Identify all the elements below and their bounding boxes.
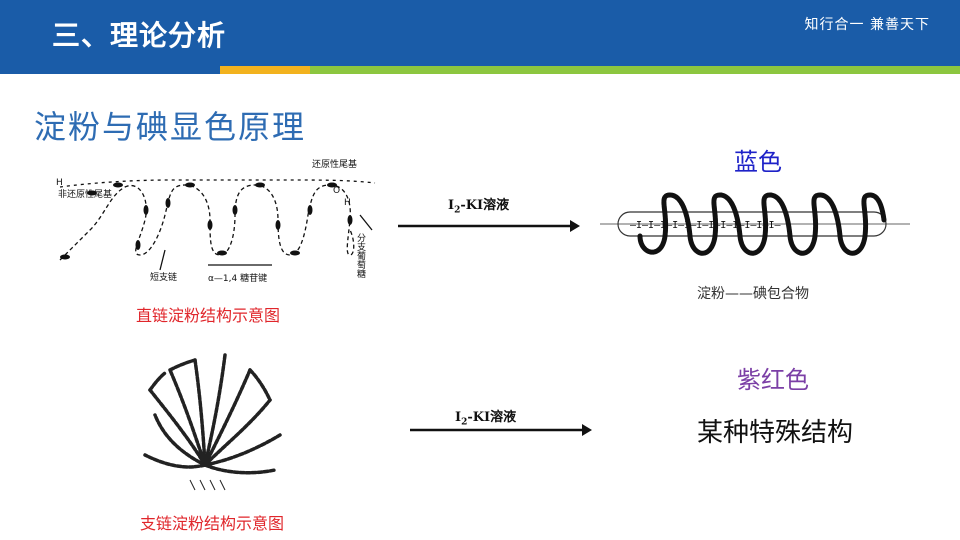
- label-o-right: O: [333, 186, 340, 196]
- svg-text:—I—I—I—I—I—I—I—I—I—I—I—I—: —I—I—I—I—I—I—I—I—I—I—I—I—: [630, 220, 781, 231]
- iodine-complex-label: 淀粉——碘包合物: [697, 286, 809, 302]
- short-branch-line: [159, 249, 166, 271]
- label-h-left: H: [56, 178, 63, 188]
- label-reducing-end: 还原性尾基: [312, 158, 357, 170]
- label-non-reducing-end: 非还原性尾基: [58, 188, 112, 200]
- amylose-chain: [59, 184, 355, 261]
- accent-band-yellow: [220, 66, 310, 74]
- label-short-branch: 短支链: [150, 271, 177, 283]
- amylose-diagram: 还原性尾基 非还原性尾基 H H O 分支葡萄糖 短支链 α—1,4 糖苷键: [56, 158, 376, 284]
- header-bar: 三、理论分析 知行合一 兼善天下: [0, 0, 960, 66]
- school-motto: 知行合一 兼善天下: [804, 17, 930, 33]
- slide-title: 淀粉与碘显色原理: [34, 108, 307, 146]
- amylopectin-diagram: [143, 353, 282, 491]
- label-branch-glucose: 分支葡萄糖: [355, 233, 366, 279]
- amylose-top-chain: [59, 179, 376, 188]
- amylopectin-caption: 支链淀粉结构示意图: [140, 514, 285, 533]
- amylose-caption: 直链淀粉结构示意图: [136, 306, 281, 325]
- reaction-arrow-1: [398, 220, 580, 232]
- branch-line: [359, 214, 373, 231]
- accent-band-blue: [0, 66, 220, 74]
- label-h-right: H: [344, 198, 351, 208]
- reagent-label-1: I2-KI溶液: [448, 198, 510, 216]
- accent-band-green: [310, 66, 960, 74]
- reaction-arrow-2: [410, 424, 592, 436]
- result-color-purple: 紫红色: [737, 366, 809, 394]
- label-glycosidic-bond: α—1,4 糖苷键: [208, 272, 267, 284]
- iodine-complex-helix: —I—I—I—I—I—I—I—I—I—I—I—I—: [600, 192, 910, 256]
- reagent-label-2: I2-KI溶液: [455, 410, 517, 428]
- result-color-blue: 蓝色: [734, 148, 782, 176]
- special-structure-label: 某种特殊结构: [697, 418, 854, 448]
- section-title: 三、理论分析: [52, 19, 227, 52]
